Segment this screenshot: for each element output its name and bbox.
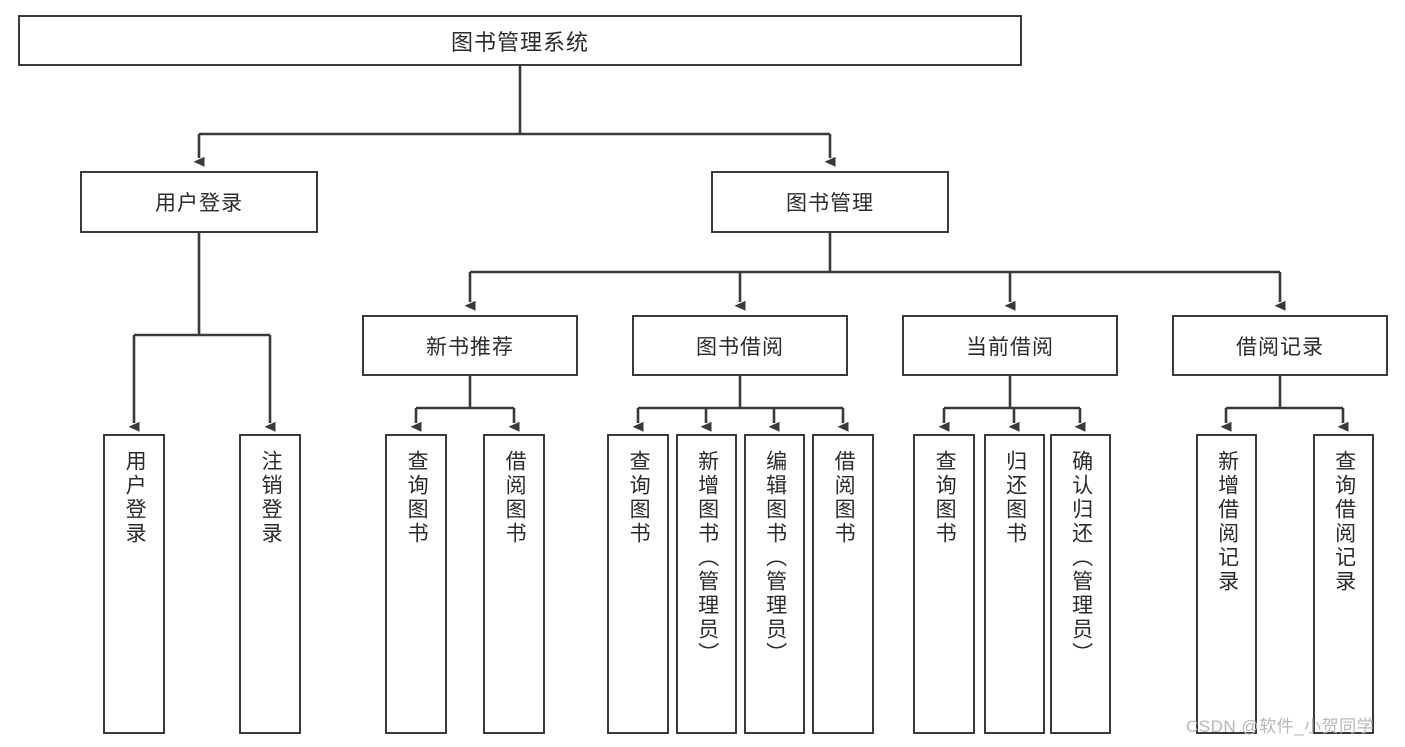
node-label: 用户登录 [123, 450, 147, 546]
node-label: 查询图书 [627, 450, 651, 546]
node-label: 查询图书 [405, 450, 429, 546]
node-label: 查询借阅记录 [1332, 450, 1356, 594]
node-label: 图书管理 [786, 192, 874, 215]
leaf-borrow-query-book[interactable]: 查询图书 [607, 434, 669, 734]
node-label: 新增图书（管理员） [695, 450, 719, 666]
watermark-text: CSDN @软件_小贺同学 [1186, 717, 1375, 736]
node-label: 借阅图书 [503, 450, 527, 546]
node-label: 新书推荐 [426, 335, 514, 359]
leaf-current-confirm-return-admin[interactable]: 确认归还（管理员） [1050, 434, 1111, 734]
node-label: 编辑图书（管理员） [763, 450, 787, 666]
node-user-login[interactable]: 用户登录 [80, 171, 318, 233]
node-label: 借阅记录 [1236, 335, 1324, 359]
leaf-record-add-record[interactable]: 新增借阅记录 [1196, 434, 1257, 734]
node-root-system[interactable]: 图书管理系统 [18, 15, 1022, 66]
node-book-borrow[interactable]: 图书借阅 [632, 315, 848, 376]
node-label: 图书借阅 [696, 335, 784, 359]
leaf-logout[interactable]: 注销登录 [239, 434, 301, 734]
node-current-borrow[interactable]: 当前借阅 [902, 315, 1118, 376]
node-label: 归还图书 [1003, 450, 1027, 546]
leaf-record-query-record[interactable]: 查询借阅记录 [1313, 434, 1374, 734]
node-label: 当前借阅 [966, 335, 1054, 359]
node-label: 图书管理系统 [450, 29, 589, 55]
leaf-user-login[interactable]: 用户登录 [103, 434, 165, 734]
node-book-management[interactable]: 图书管理 [711, 171, 949, 233]
node-label: 确认归还（管理员） [1069, 450, 1093, 666]
leaf-recommend-borrow-book[interactable]: 借阅图书 [483, 434, 545, 734]
node-label: 用户登录 [155, 192, 243, 215]
node-label: 注销登录 [259, 450, 283, 546]
node-borrow-record[interactable]: 借阅记录 [1172, 315, 1388, 376]
leaf-current-return-book[interactable]: 归还图书 [984, 434, 1045, 734]
leaf-recommend-query-book[interactable]: 查询图书 [385, 434, 447, 734]
node-new-book-recommend[interactable]: 新书推荐 [362, 315, 578, 376]
leaf-borrow-edit-book-admin[interactable]: 编辑图书（管理员） [744, 434, 805, 734]
leaf-borrow-borrow-book[interactable]: 借阅图书 [812, 434, 874, 734]
node-label: 新增借阅记录 [1215, 450, 1239, 594]
node-label: 查询图书 [933, 450, 957, 546]
leaf-borrow-add-book-admin[interactable]: 新增图书（管理员） [676, 434, 737, 734]
node-label: 借阅图书 [832, 450, 856, 546]
leaf-current-query-book[interactable]: 查询图书 [913, 434, 975, 734]
